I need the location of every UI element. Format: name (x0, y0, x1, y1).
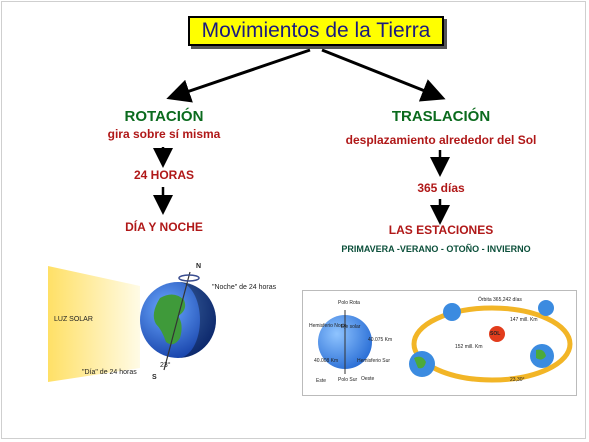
title-box: Movimientos de la Tierra (188, 16, 444, 46)
orbit-path (411, 305, 573, 383)
translation-definition: desplazamiento alrededor del Sol (345, 133, 537, 147)
earth-icon (443, 303, 461, 321)
rotation-duration: 24 HORAS (133, 168, 195, 182)
continent-shape (153, 294, 186, 345)
axis-label: Eje solar (341, 324, 361, 330)
tilt-label: 23° (160, 362, 171, 369)
distance-meridian-label: 40.008 Km (314, 358, 339, 364)
translation-duration: 365 días (417, 181, 465, 195)
translation-heading: TRASLACIÓN (391, 108, 491, 125)
translation-result: LAS ESTACIONES (388, 223, 494, 237)
pole-rot-label: Polo Rota (338, 300, 360, 306)
page-title: Movimientos de la Tierra (201, 19, 431, 42)
south-label: S (152, 374, 157, 381)
orbit-label: Órbita 365,242 días (478, 297, 522, 303)
rotation-arrow-icon (178, 274, 200, 282)
east-label: Este (316, 378, 327, 384)
aphelion-distance-label: 147 mill. Km (510, 317, 538, 323)
rotation-axis (163, 271, 191, 371)
rotation-definition: gira sobre sí misma (107, 127, 221, 141)
rotation-result: DÍA Y NOCHE (125, 220, 203, 234)
west-label: Oeste (361, 376, 375, 382)
arrow-to-translation (321, 48, 446, 102)
seasons-list: PRIMAVERA -VERANO - OTOÑO - INVIERNO (341, 244, 531, 254)
sunlight-beam (48, 266, 140, 382)
axis-tilt-label: 23,30° (510, 377, 525, 383)
north-label: N (196, 263, 202, 270)
earth-icon (538, 300, 554, 316)
rotation-illustration (48, 266, 216, 382)
perihelion-distance-label: 152 mill. Km (455, 344, 483, 350)
day-label: "Día" de 24 horas (82, 369, 137, 376)
distance-equator-label: 40.075 Km (368, 337, 393, 343)
night-label: "Noche" de 24 horas (212, 284, 277, 291)
south-hemisphere-label: Hemisferio Sur (357, 358, 391, 364)
sun-label: SOL (490, 331, 501, 337)
sun-icon (489, 326, 505, 342)
orbit-illustration (318, 300, 573, 383)
arrow-to-rotation (166, 48, 311, 103)
rotation-heading: ROTACIÓN (124, 108, 204, 125)
north-hemisphere-label: Hemisferio Norte (309, 323, 347, 329)
night-shade (178, 282, 216, 358)
pole-south-label: Polo Sur (338, 377, 358, 383)
sunlight-label: LUZ SOLAR (54, 316, 93, 323)
